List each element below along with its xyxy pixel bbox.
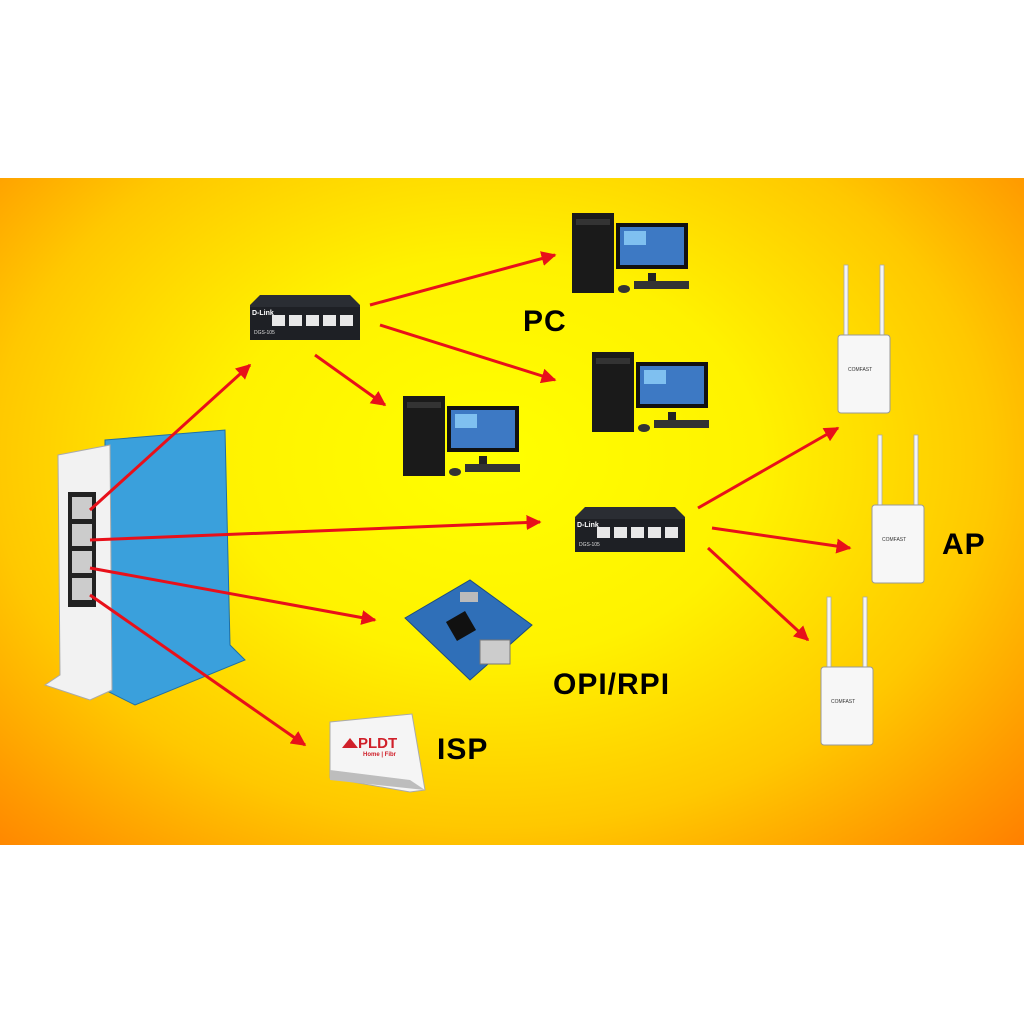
arrow-switch2-to-ap3: [706, 546, 810, 642]
arrow-switch2-to-ap2: [711, 526, 852, 554]
arrow-router-to-switch2: [89, 515, 542, 542]
pc-2: [592, 352, 709, 432]
arrow-switch1-to-pc3: [314, 353, 387, 407]
label-ap: AP: [942, 528, 986, 561]
label-opi-rpi: OPI/RPI: [553, 668, 671, 701]
router: [43, 429, 246, 706]
ap1-brand: COMFAST: [848, 367, 873, 373]
pc-1: [572, 213, 689, 293]
arrow-router-to-opi: [89, 566, 377, 625]
switch2-brand: D-Link: [577, 522, 599, 529]
switch2-model: DGS-105: [579, 542, 600, 548]
pc-3: [403, 396, 520, 476]
modem-brand: PLDT: [358, 735, 398, 752]
access-point-2: [871, 434, 925, 584]
ap3-brand: COMFAST: [831, 699, 856, 705]
arrow-switch1-to-pc2: [379, 323, 557, 384]
label-isp: ISP: [437, 733, 489, 766]
arrow-router-to-isp: [89, 593, 307, 747]
access-point-3: [820, 596, 874, 746]
modem-sub: Home | Fibr: [363, 752, 397, 758]
orange-pi-board: [404, 579, 533, 681]
access-point-1: [837, 264, 891, 414]
ap2-brand: COMFAST: [882, 537, 907, 543]
pldt-modem: [329, 713, 426, 793]
arrow-switch2-to-ap1: [697, 426, 840, 510]
switch1-brand: D-Link: [252, 310, 274, 317]
arrow-switch1-to-pc1: [369, 251, 557, 307]
arrow-router-to-switch1: [88, 363, 252, 512]
switch1-model: DGS-105: [254, 330, 275, 336]
label-pc: PC: [523, 305, 567, 338]
